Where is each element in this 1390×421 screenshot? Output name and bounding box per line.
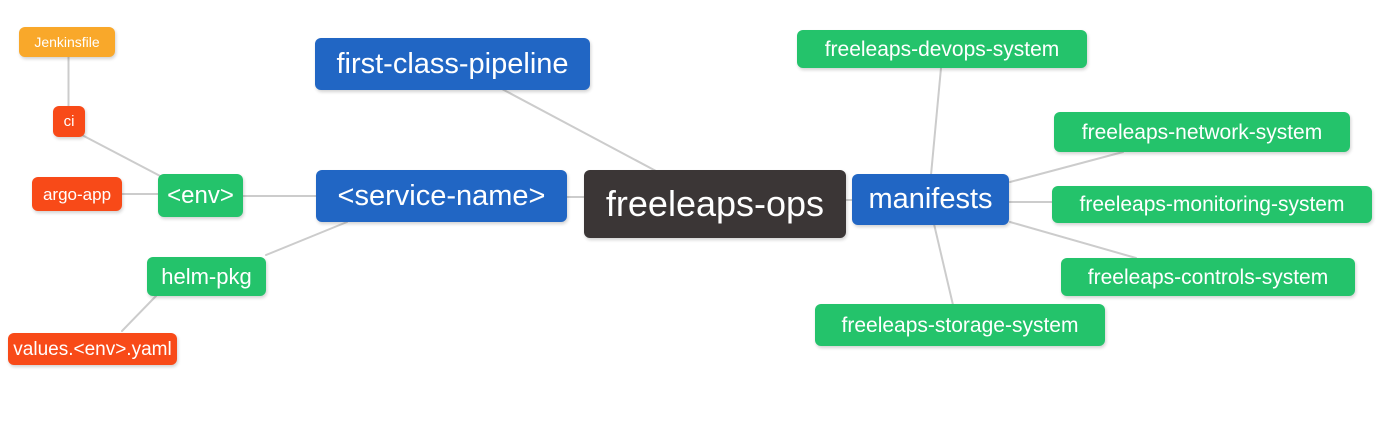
edge-manifests-network <box>1009 151 1124 183</box>
node-jenkinsfile[interactable]: Jenkinsfile <box>19 27 115 57</box>
node-values-env-yaml[interactable]: values.<env>.yaml <box>8 333 177 365</box>
node-freeleaps-monitoring-system[interactable]: freeleaps-monitoring-system <box>1052 186 1372 223</box>
node-freeleaps-network-system[interactable]: freeleaps-network-system <box>1054 112 1350 152</box>
edge-helmpkg-service <box>265 221 348 256</box>
edge-manifests-storage <box>933 223 954 306</box>
node-argo-app[interactable]: argo-app <box>32 177 122 211</box>
node-freeleaps-storage-system[interactable]: freeleaps-storage-system <box>815 304 1105 346</box>
node-freeleaps-devops-system[interactable]: freeleaps-devops-system <box>797 30 1087 68</box>
node-env[interactable]: <env> <box>158 174 243 217</box>
edge-pipeline-ops <box>501 88 657 172</box>
edge-ci-env <box>79 133 165 179</box>
node-first-class-pipeline[interactable]: first-class-pipeline <box>315 38 590 90</box>
node-manifests[interactable]: manifests <box>852 174 1009 225</box>
node-service-name[interactable]: <service-name> <box>316 170 567 222</box>
node-helm-pkg[interactable]: helm-pkg <box>147 257 266 296</box>
edge-manifests-controls <box>1009 221 1137 259</box>
edge-manifests-devops <box>930 67 942 176</box>
node-freeleaps-ops-root[interactable]: freeleaps-ops <box>584 170 846 238</box>
node-ci[interactable]: ci <box>53 106 85 137</box>
node-freeleaps-controls-system[interactable]: freeleaps-controls-system <box>1061 258 1355 296</box>
edge-values-helmpkg <box>121 295 157 332</box>
